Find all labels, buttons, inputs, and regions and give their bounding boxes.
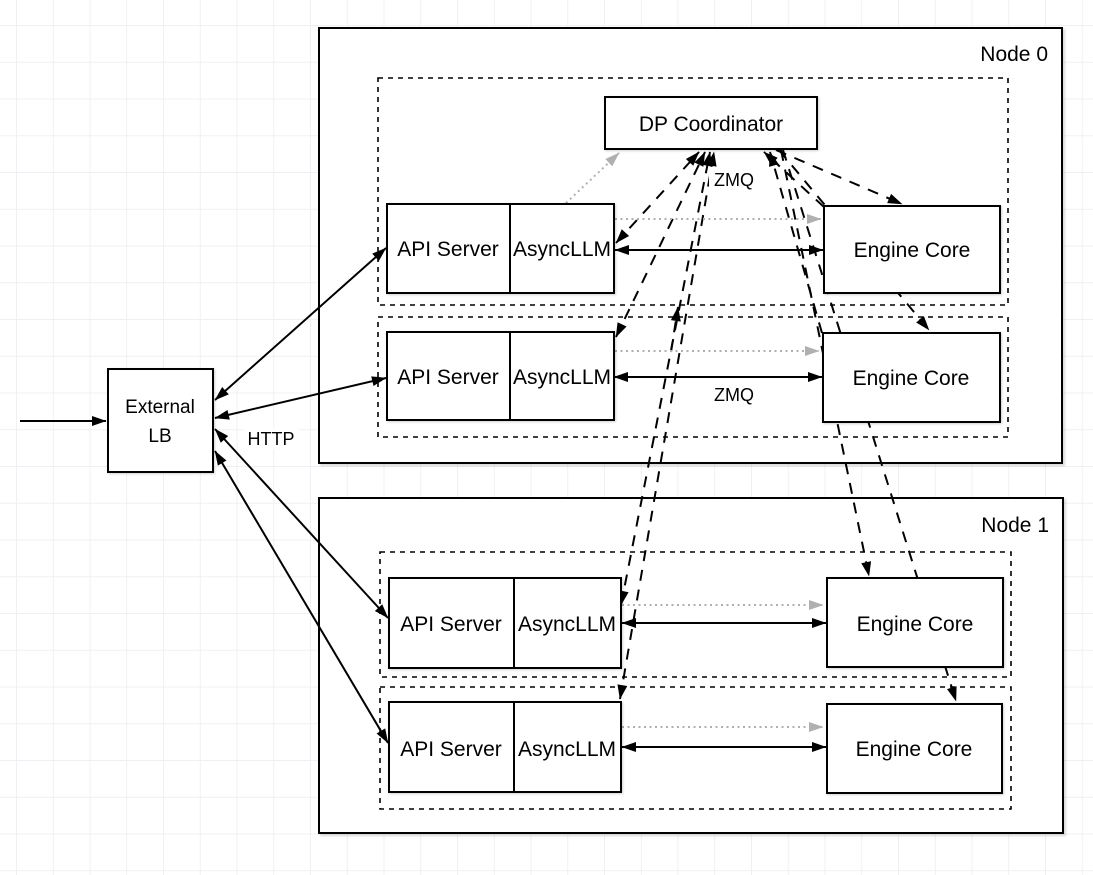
api-asyncllm3-box: [388, 701, 622, 793]
dp-coordinator-label: DP Coordinator: [639, 113, 783, 136]
edge-lb-api3: [214, 450, 389, 744]
edge-asyncllm-replica-group-up: [670, 306, 681, 353]
edge-asyncllm0-coordinator-gray: [565, 152, 620, 204]
replica1-shapes: [386, 331, 1001, 423]
zmq-data-label: ZMQ: [714, 385, 754, 405]
edge-coordinator-engine2: [780, 149, 872, 577]
replica3-shapes: [388, 701, 1003, 794]
http-label-bg: [244, 428, 298, 449]
asyncllm0-label: AsyncLLM: [513, 238, 611, 261]
replica2-shapes: [388, 577, 1004, 669]
external-lb-label-line1: External: [125, 397, 195, 418]
zmq-coordinator-label-bg: [709, 169, 759, 190]
http-links: [20, 247, 389, 744]
node1-replica1-container: [379, 686, 1012, 810]
edge-lb-api0: [214, 247, 387, 401]
engine-core1-label: Engine Core: [853, 367, 970, 390]
asyncllm3-label: AsyncLLM: [518, 738, 616, 761]
node1-label: Node 1: [981, 514, 1049, 537]
edge-coordinator-asyncllm3: [617, 151, 717, 700]
edge-coordinator-engine0: [775, 149, 903, 205]
engine-core2-label: Engine Core: [857, 613, 974, 636]
engine-core3-box: [826, 703, 1003, 794]
external-lb-label-line2: LB: [148, 426, 171, 447]
api-server1-label: API Server: [397, 366, 499, 389]
dp-coordinator-box: [604, 96, 818, 150]
notify-links: [565, 152, 824, 732]
engine-core1-box: [822, 332, 1001, 423]
zmq-coordinator-label: ZMQ: [714, 170, 754, 190]
api-server2-label: API Server: [400, 613, 502, 636]
node0-label: Node 0: [980, 43, 1048, 66]
external-lb-box: [107, 368, 214, 473]
api-server3-label: API Server: [400, 738, 502, 761]
zmq-data-links: [613, 245, 827, 752]
engine-core3-label: Engine Core: [856, 738, 973, 761]
asyncllm1-label: AsyncLLM: [513, 366, 611, 389]
http-label: HTTP: [248, 429, 295, 449]
engine-core2-box: [826, 577, 1004, 668]
engine-core0-label: Engine Core: [854, 239, 971, 262]
replica0-shapes: [386, 203, 1001, 294]
edge-labels: HTTP ZMQ ZMQ: [244, 169, 759, 449]
api-asyncllm0-box: [386, 203, 615, 294]
asyncllm2-label: AsyncLLM: [518, 613, 616, 636]
api-server0-label: API Server: [397, 238, 499, 261]
api-asyncllm2-box: [388, 577, 622, 669]
zmq-data-label-bg: [709, 384, 759, 405]
engine-core0-box: [823, 205, 1001, 294]
edge-lb-api1: [214, 376, 387, 420]
api-asyncllm1-box: [386, 331, 615, 421]
